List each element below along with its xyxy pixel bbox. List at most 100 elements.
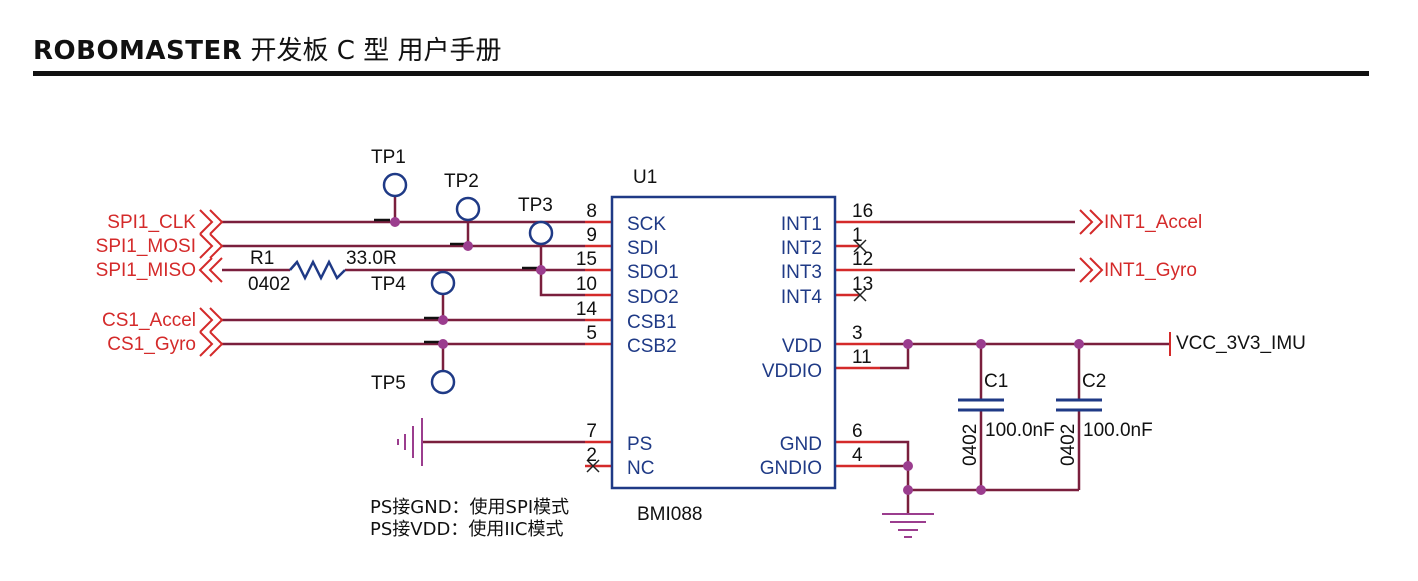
pin-num-5: 5 (586, 323, 597, 344)
page-header: ROBOMASTER 开发板 C 型 用户手册 (33, 30, 1369, 76)
port-arrow-mosi (199, 233, 224, 259)
pin-num-3: 3 (852, 323, 863, 344)
pin-name-ps: PS (627, 434, 652, 455)
pin-num-7: 7 (586, 421, 597, 442)
nc-mark-pin1 (853, 239, 867, 253)
pin-leads (585, 220, 880, 468)
pin-num-10: 10 (576, 274, 597, 295)
tp5-circle (430, 369, 456, 395)
tp3-label: TP3 (518, 195, 553, 216)
ground-symbol-bottom (882, 513, 934, 538)
resistor-package: 0402 (248, 274, 290, 295)
pin-name-nc: NC (627, 458, 654, 479)
pin-num-13: 13 (852, 274, 873, 295)
pin-name-sdo2: SDO2 (627, 287, 679, 308)
nc-mark-pin13 (853, 288, 867, 302)
pin-num-1: 1 (852, 225, 863, 246)
ground-symbol-left (397, 418, 423, 466)
pin-name-csb1: CSB1 (627, 312, 677, 333)
port-arrow-csgyro (199, 331, 224, 357)
tp2-circle (455, 196, 481, 222)
net-label-vcc: VCC_3V3_IMU (1176, 333, 1306, 354)
pin-num-12: 12 (852, 249, 873, 270)
tp3-circle (528, 220, 554, 246)
chip-ref: U1 (633, 167, 657, 188)
pin-name-int2: INT2 (781, 238, 822, 259)
tp4-label: TP4 (371, 274, 406, 295)
right-pin-names: INT1 INT2 INT3 INT4 VDD VDDIO GND GNDIO (760, 214, 823, 479)
port-arrow-miso (198, 257, 223, 283)
port-arrow-clk (199, 209, 224, 235)
c2-ref: C2 (1082, 371, 1106, 392)
pin-name-sck: SCK (627, 214, 666, 235)
test-point-circles (382, 172, 554, 395)
note-iic-mode: PS接VDD：使用IIC模式 (370, 519, 564, 540)
left-net-ports (198, 209, 224, 357)
nc-mark-pin2 (586, 459, 600, 473)
chip-body (610, 195, 837, 490)
note-spi-mode: PS接GND：使用SPI模式 (370, 497, 569, 518)
port-arrow-int-gyro (1079, 257, 1104, 283)
wires (222, 197, 1170, 514)
pin-name-int1: INT1 (781, 214, 822, 235)
pin-name-csb2: CSB2 (627, 336, 677, 357)
page-title: ROBOMASTER 开发板 C 型 用户手册 (33, 30, 502, 67)
tp1-circle (382, 172, 408, 198)
pin-num-8: 8 (586, 201, 597, 222)
c2-value: 100.0nF (1083, 420, 1153, 441)
no-connect-marks (586, 239, 867, 473)
c1-package: 0402 (960, 424, 981, 466)
junction-dots (390, 217, 1084, 495)
resistor-ref: R1 (250, 248, 274, 269)
tp2-label: TP2 (444, 171, 479, 192)
pin-name-int4: INT4 (781, 287, 823, 308)
net-label-cs-gyro: CS1_Gyro (107, 334, 196, 355)
wire-stubs (374, 218, 537, 344)
left-pin-names: SCK SDI SDO1 SDO2 CSB1 CSB2 PS NC (627, 214, 679, 479)
capacitor-c1 (958, 398, 1004, 412)
pin-name-int3: INT3 (781, 262, 822, 283)
manual-title: 开发板 C 型 用户手册 (242, 36, 502, 66)
net-label-int-accel: INT1_Accel (1104, 212, 1202, 233)
pin-name-gnd: GND (780, 434, 822, 455)
pin-name-sdo1: SDO1 (627, 262, 679, 283)
chip-part: BMI088 (637, 504, 702, 525)
pin-num-6: 6 (852, 421, 863, 442)
right-net-ports (1079, 209, 1171, 356)
net-label-spi-clk: SPI1_CLK (107, 212, 196, 233)
pin-name-vdd: VDD (782, 336, 822, 357)
resistor-value: 33.0R (346, 248, 397, 269)
tp1-label: TP1 (371, 147, 406, 168)
net-label-cs-accel: CS1_Accel (102, 310, 196, 331)
wire-sdo2 (539, 270, 585, 297)
header-rule (33, 71, 1369, 76)
port-arrow-csaccel (199, 307, 224, 333)
c1-value: 100.0nF (985, 420, 1055, 441)
pin-num-2: 2 (586, 445, 597, 466)
left-pin-numbers: 8 9 15 10 14 5 7 2 (576, 201, 598, 466)
pin-name-vddio: VDDIO (762, 361, 822, 382)
c2-package: 0402 (1058, 424, 1079, 466)
right-pin-numbers: 16 1 12 13 3 11 6 4 (852, 201, 873, 466)
c1-ref: C1 (984, 371, 1008, 392)
pin-num-4: 4 (852, 445, 863, 466)
capacitor-c2 (1056, 398, 1102, 412)
port-arrow-int-accel (1079, 209, 1104, 235)
pin-num-14: 14 (576, 299, 598, 320)
pin-num-11: 11 (852, 347, 872, 368)
net-label-spi-mosi: SPI1_MOSI (96, 236, 196, 257)
brand-name: ROBOMASTER (33, 36, 243, 66)
pin-name-sdi: SDI (627, 238, 659, 259)
pin-num-16: 16 (852, 201, 873, 222)
pin-num-9: 9 (586, 225, 597, 246)
wire-gnd (880, 440, 910, 514)
tp4-circle (430, 270, 456, 296)
pin-num-15: 15 (576, 249, 597, 270)
pin-name-gndio: GNDIO (760, 458, 822, 479)
net-label-spi-miso: SPI1_MISO (96, 260, 196, 281)
resistor-r1 (289, 259, 346, 281)
net-label-int-gyro: INT1_Gyro (1104, 260, 1197, 281)
tp5-label: TP5 (371, 373, 406, 394)
wire-vddio (880, 344, 910, 370)
